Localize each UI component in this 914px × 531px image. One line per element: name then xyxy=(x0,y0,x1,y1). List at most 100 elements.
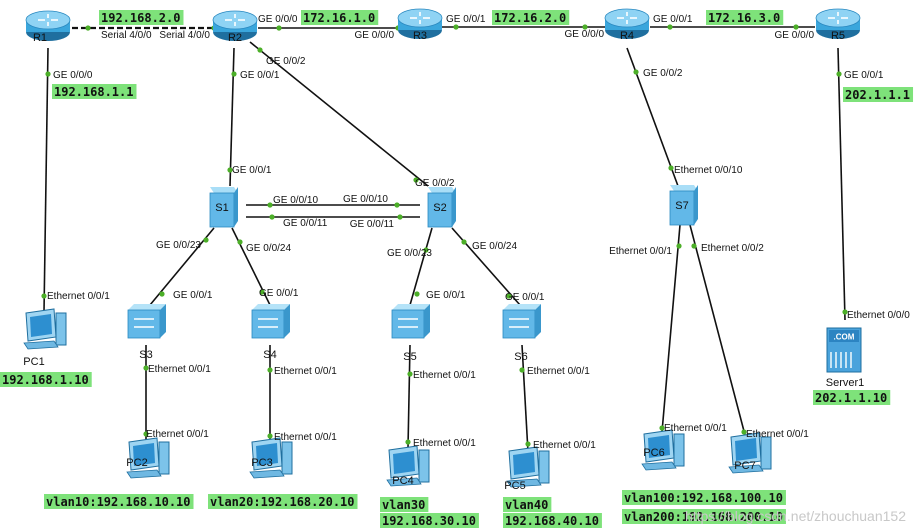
net-label-net-r1-r2: 192.168.2.0 xyxy=(101,11,180,25)
port-label-s1-ge-0-0-1: GE 0/0/1 xyxy=(232,165,272,176)
net-label-bg-net-r4-r5 xyxy=(706,10,784,25)
port-dot-r2 xyxy=(276,25,282,31)
device-label-pc3: PC3 xyxy=(251,457,272,469)
port-dot-s4 xyxy=(259,289,265,295)
port-dot-pc5 xyxy=(525,441,531,447)
device-s2-icon[interactable] xyxy=(427,187,456,228)
port-label-pc3-ethernet-0-0-1: Ethernet 0/0/1 xyxy=(274,432,337,443)
port-label-r1-serial-4-0-0: Serial 4/0/0 xyxy=(101,30,152,41)
device-s7-icon[interactable] xyxy=(669,185,698,226)
net-label-ip-pc1: 192.168.1.10 xyxy=(2,373,89,387)
device-r5-icon[interactable] xyxy=(815,8,861,39)
net-label-ip-pc6: vlan100:192.168.100.10 xyxy=(624,491,783,505)
net-label-bg-net-r1-r2 xyxy=(99,10,184,25)
device-server1-icon[interactable]: .COM xyxy=(826,327,862,373)
device-r2-icon[interactable] xyxy=(212,10,258,41)
net-label-bg-ip-pc5 xyxy=(503,513,602,528)
net-label-bg-ip-pc6 xyxy=(622,490,786,505)
device-label-r1: R1 xyxy=(33,32,47,44)
device-s4-icon[interactable] xyxy=(251,304,290,339)
port-dot-r5 xyxy=(836,71,842,77)
port-label-s2-ge-0-0-10: GE 0/0/10 xyxy=(343,194,388,205)
device-s6-icon[interactable] xyxy=(502,304,541,339)
link-r2-s1 xyxy=(229,47,235,187)
port-label-s1-ge-0-0-11: GE 0/0/11 xyxy=(283,218,328,229)
port-dot-s1 xyxy=(203,237,209,243)
port-label-server1-ethernet-0-0-0: Ethernet 0/0/0 xyxy=(847,310,910,321)
port-label-pc1-ethernet-0-0-1: Ethernet 0/0/1 xyxy=(47,291,110,302)
link-r1-pc1 xyxy=(43,47,49,313)
port-label-s1-ge-0-0-24: GE 0/0/24 xyxy=(246,243,291,254)
port-dot-s2 xyxy=(413,177,419,183)
device-pc3-icon[interactable] xyxy=(249,437,293,479)
port-label-s5-ge-0-0-1: GE 0/0/1 xyxy=(426,290,466,301)
port-dot-r4 xyxy=(633,69,639,75)
link-s7-pc7 xyxy=(689,224,746,436)
net-label-ip-pc4-vlan: vlan30 xyxy=(382,498,425,512)
port-dot-s7 xyxy=(691,243,697,249)
port-dot-s4 xyxy=(267,367,273,373)
port-dot-pc3 xyxy=(267,433,273,439)
net-label-net-r3-r4: 172.16.2.0 xyxy=(494,11,566,25)
device-r4-icon[interactable] xyxy=(604,8,650,39)
port-label-s4-ethernet-0-0-1: Ethernet 0/0/1 xyxy=(274,366,337,377)
port-label-r2-ge-0-0-1: GE 0/0/1 xyxy=(240,70,280,81)
port-label-s2-ge-0-0-24: GE 0/0/24 xyxy=(472,241,517,252)
port-dot-r4 xyxy=(667,24,673,30)
net-label-bg-ip-pc5-vlan xyxy=(503,497,552,512)
net-label-ip-pc3: vlan20:192.168.20.10 xyxy=(210,495,355,509)
device-pc1-icon[interactable] xyxy=(23,308,67,350)
port-dot-r5 xyxy=(793,24,799,30)
net-label-bg-ip-pc4-vlan xyxy=(380,497,429,512)
port-dot-r2 xyxy=(257,47,263,53)
net-label-bg-net-r2-r3 xyxy=(301,10,379,25)
port-dot-s1 xyxy=(267,202,273,208)
link-s7-pc6 xyxy=(661,224,681,433)
device-s5-icon[interactable] xyxy=(391,304,430,339)
port-label-pc7-ethernet-0-0-1: Ethernet 0/0/1 xyxy=(746,429,809,440)
device-label-s4: S4 xyxy=(263,349,276,361)
port-label-s6-ge-0-0-1: GE 0/0/1 xyxy=(505,292,545,303)
port-dot-s2 xyxy=(394,202,400,208)
port-dot-r1 xyxy=(85,25,91,31)
link-s5-pc4 xyxy=(407,344,411,449)
port-label-pc6-ethernet-0-0-1: Ethernet 0/0/1 xyxy=(664,423,727,434)
port-label-s2-ge-0-0-11: GE 0/0/11 xyxy=(350,219,395,230)
device-label-s7: S7 xyxy=(675,200,688,212)
device-label-pc1: PC1 xyxy=(23,356,44,368)
net-label-net-r4-r5: 172.16.3.0 xyxy=(708,11,780,25)
device-pc2-icon[interactable] xyxy=(126,437,170,479)
port-dot-pc4 xyxy=(405,439,411,445)
port-label-r2-ge-0-0-0: GE 0/0/0 xyxy=(258,14,298,25)
device-s3-icon[interactable] xyxy=(127,304,166,339)
port-dot-s2 xyxy=(461,239,467,245)
device-label-pc2: PC2 xyxy=(126,457,147,469)
port-dot-s3 xyxy=(159,291,165,297)
port-label-r4-ge-0-0-0: GE 0/0/0 xyxy=(565,29,605,40)
device-r3-icon[interactable] xyxy=(397,8,443,39)
net-label-bg-ip-pc2 xyxy=(44,494,194,509)
device-pc4-icon[interactable] xyxy=(386,445,430,487)
port-dot-s7 xyxy=(676,243,682,249)
port-dot-r3 xyxy=(453,24,459,30)
port-label-s6-ethernet-0-0-1: Ethernet 0/0/1 xyxy=(527,366,590,377)
net-label-bg-ip-pc7 xyxy=(622,509,786,524)
net-label-ip-pc7: vlan200:192.168.200.10 xyxy=(624,510,783,524)
port-dot-server1 xyxy=(842,309,848,315)
device-pc5-icon[interactable] xyxy=(506,446,550,488)
port-label-r3-ge-0-0-0: GE 0/0/0 xyxy=(355,30,395,41)
device-label-r5: R5 xyxy=(831,30,845,42)
port-label-s5-ethernet-0-0-1: Ethernet 0/0/1 xyxy=(413,370,476,381)
net-label-bg-ip-pc3 xyxy=(208,494,358,509)
server-badge: .COM xyxy=(834,333,855,342)
device-r1-icon[interactable] xyxy=(25,10,71,41)
port-label-s7-ethernet-0-0-1: Ethernet 0/0/1 xyxy=(609,246,672,257)
net-label-bg-net-r3-r4 xyxy=(492,10,570,25)
port-dot-pc1 xyxy=(41,293,47,299)
port-label-s1-ge-0-0-10: GE 0/0/10 xyxy=(273,195,318,206)
net-label-bg-net-r1-pc1 xyxy=(52,84,137,99)
device-label-pc4: PC4 xyxy=(392,475,413,487)
device-pc7-icon[interactable] xyxy=(728,432,772,474)
device-pc6-icon[interactable] xyxy=(641,429,685,471)
device-s1-icon[interactable] xyxy=(209,187,238,228)
